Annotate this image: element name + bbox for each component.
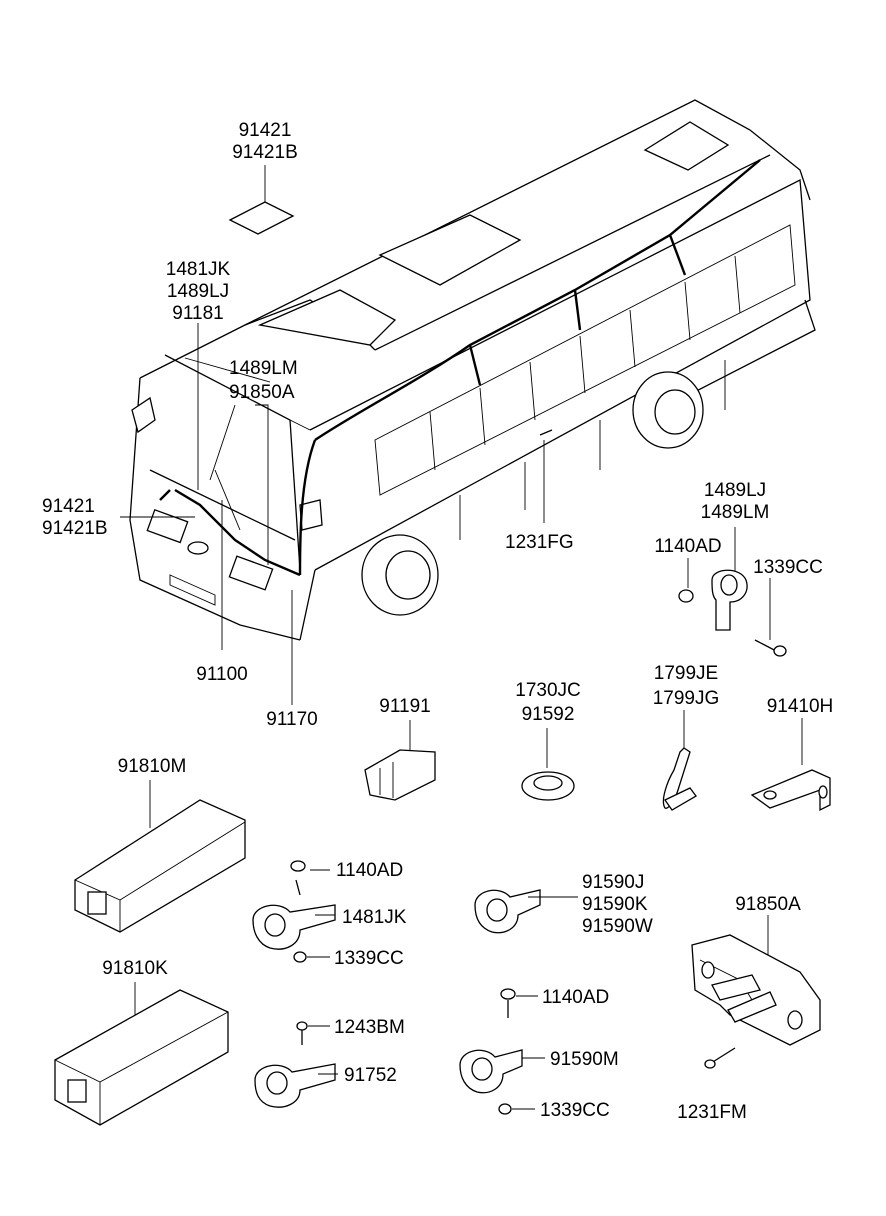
fastener-group-d bbox=[459, 988, 545, 1115]
label-connector-screw: 1231FM bbox=[677, 1102, 747, 1123]
label-clamp-a: 1481JK bbox=[342, 907, 407, 928]
label-grommet-1: 1730JC bbox=[515, 680, 581, 701]
fastener-group-b bbox=[254, 1021, 338, 1108]
label-clamp-b: 91752 bbox=[344, 1065, 397, 1086]
clamp-c bbox=[474, 889, 578, 934]
label-bolt-d: 1140AD bbox=[542, 987, 609, 1008]
bus-illustration bbox=[129, 99, 816, 641]
label-bracket: 91410H bbox=[767, 696, 834, 717]
label-front-harness-1: 1481JK bbox=[166, 259, 231, 280]
label-connector-block: 91850A bbox=[735, 894, 801, 915]
tie-strap bbox=[662, 710, 697, 811]
fastener-group-a bbox=[252, 860, 336, 963]
leader-lines bbox=[120, 165, 545, 705]
label-tie-strap-1: 1799JE bbox=[654, 663, 718, 684]
relay-box-lower bbox=[54, 982, 229, 1126]
label-clamp-nut-top: 1140AD bbox=[654, 536, 721, 557]
label-clamp-set-1: 1489LJ bbox=[704, 480, 766, 501]
roof-hatch-cover bbox=[228, 201, 295, 235]
label-front-lamp: 91170 bbox=[266, 709, 317, 730]
roof-vent-front bbox=[257, 289, 397, 346]
relay-box-upper bbox=[74, 780, 246, 933]
label-body-clip: 1231FG bbox=[505, 532, 574, 553]
roof-vent-mid bbox=[378, 214, 522, 286]
label-relay-box-lower: 91810K bbox=[102, 958, 168, 979]
roof-hatch bbox=[643, 121, 730, 171]
label-bolt-a: 1140AD bbox=[336, 860, 403, 881]
label-dash-harness-2: 91850A bbox=[229, 382, 295, 403]
label-clamp-c-3: 91590W bbox=[582, 916, 653, 937]
label-front-harness-2: 1489LJ bbox=[167, 281, 229, 302]
label-screw-b: 1243BM bbox=[334, 1017, 405, 1038]
grommet-clip bbox=[364, 720, 436, 801]
connector-block bbox=[691, 915, 821, 1069]
label-clamp-c-1: 91590J bbox=[582, 872, 644, 893]
label-nut-a: 1339CC bbox=[334, 948, 404, 969]
label-grommet-clip: 91191 bbox=[379, 696, 430, 717]
label-nut-d: 1339CC bbox=[540, 1100, 610, 1121]
callout-labels: 91421 91421B 1481JK 1489LJ 91181 1489LM … bbox=[42, 120, 833, 1123]
grommet bbox=[521, 728, 575, 801]
bracket bbox=[750, 718, 831, 812]
label-clamp-bolt-top: 1339CC bbox=[753, 557, 823, 578]
label-tie-strap-2: 1799JG bbox=[653, 688, 720, 709]
label-roof-hatch-2: 91421B bbox=[232, 142, 298, 163]
label-front-panel-1: 91421 bbox=[42, 496, 95, 517]
label-grommet-2: 91592 bbox=[522, 704, 575, 725]
label-clamp-d: 91590M bbox=[550, 1049, 619, 1070]
label-relay-box-upper: 91810M bbox=[118, 756, 187, 777]
label-main-harness: 91100 bbox=[196, 664, 247, 685]
label-front-harness-3: 91181 bbox=[172, 303, 223, 324]
label-clamp-set-2: 1489LM bbox=[701, 502, 770, 523]
clamp-set-top bbox=[678, 527, 787, 657]
label-front-panel-2: 91421B bbox=[42, 518, 108, 539]
label-dash-harness-1: 1489LM bbox=[229, 358, 298, 379]
label-clamp-c-2: 91590K bbox=[582, 894, 648, 915]
label-roof-hatch-1: 91421 bbox=[239, 120, 292, 141]
